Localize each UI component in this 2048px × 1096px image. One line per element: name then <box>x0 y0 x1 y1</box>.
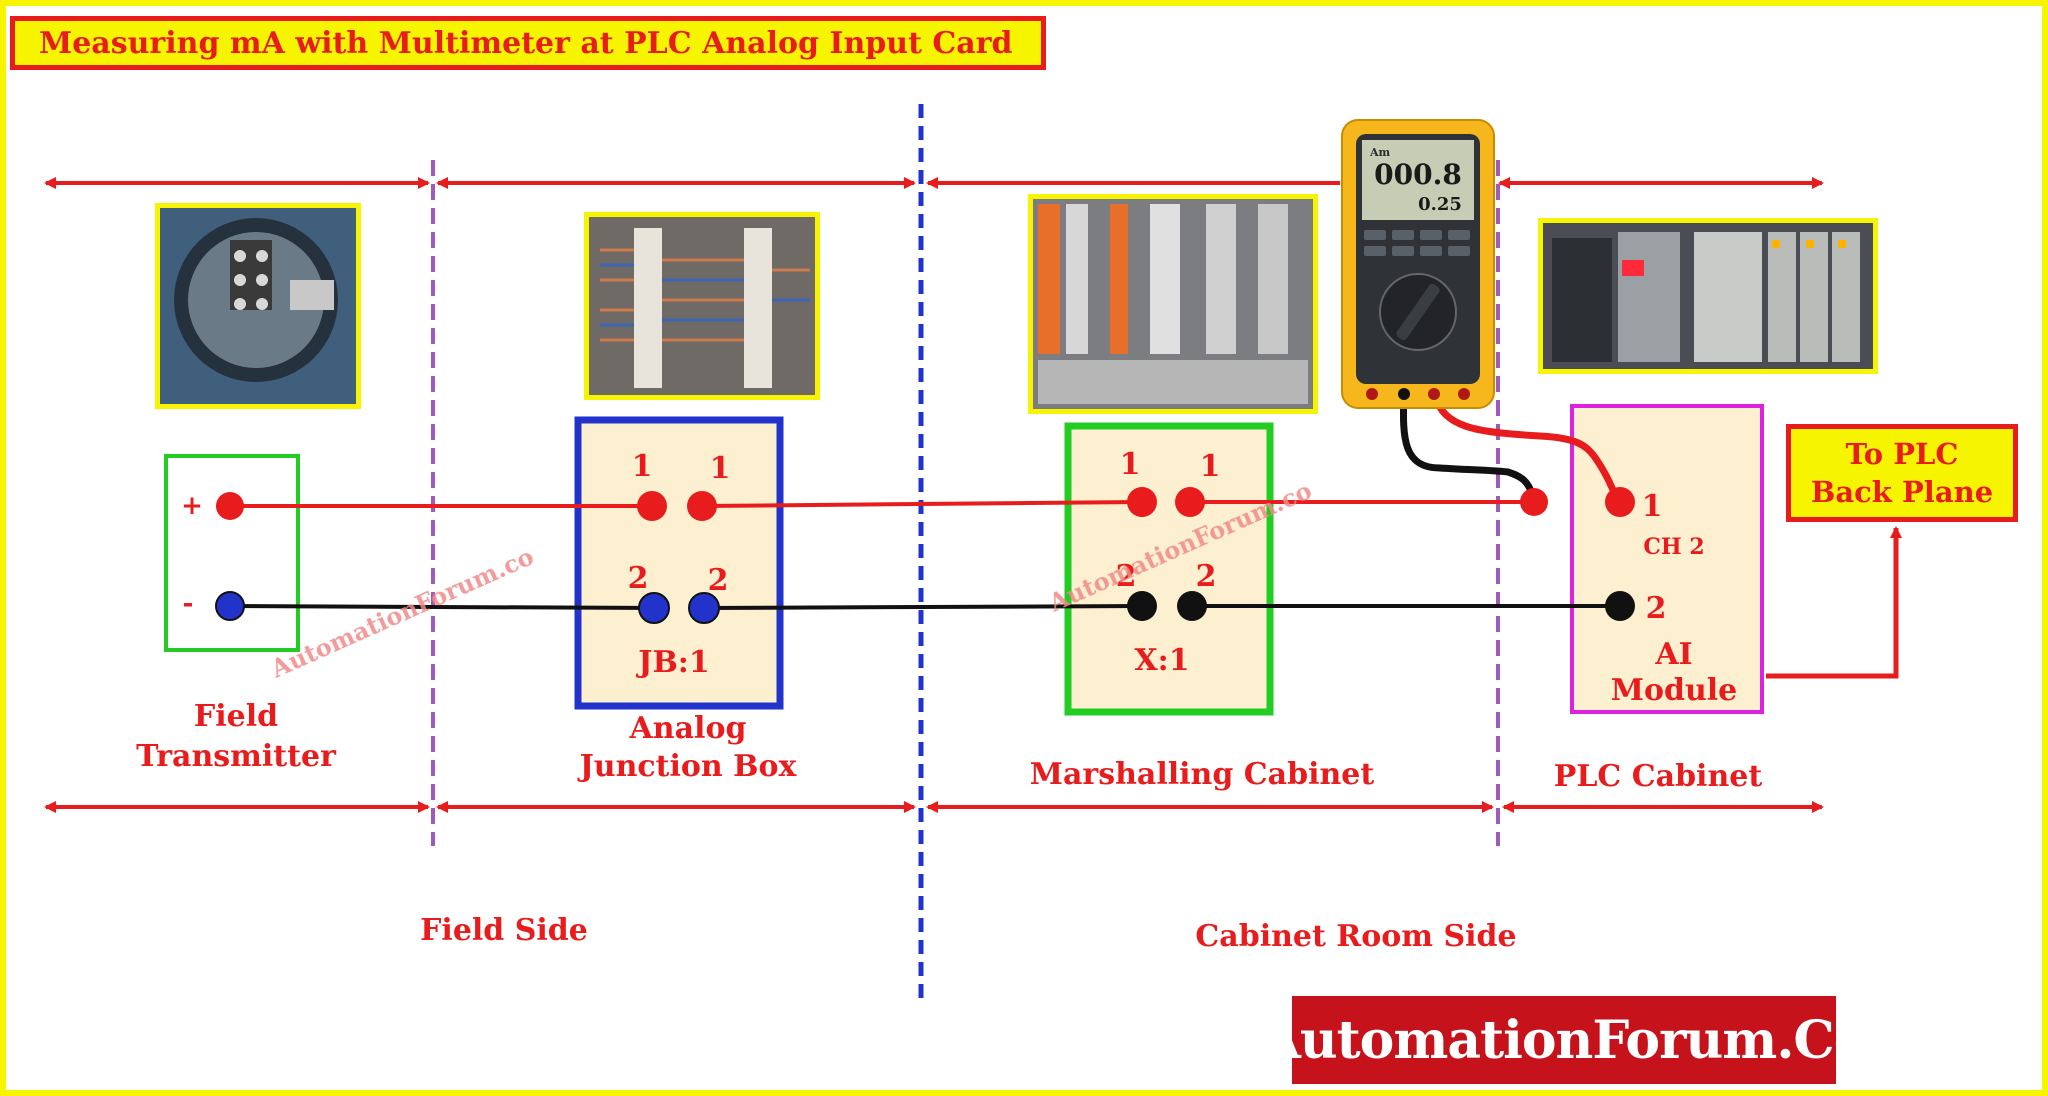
watermark-left: AutomationForum.co <box>266 541 538 683</box>
transmitter-minus-label: - <box>183 589 194 619</box>
ai-module-box <box>1570 404 1764 714</box>
multimeter-jack-2 <box>1398 388 1410 400</box>
ai-terminal-1 <box>1605 487 1635 517</box>
black-test-lead <box>1399 393 1538 503</box>
red-wire <box>230 500 1534 508</box>
multimeter-jack-3 <box>1428 388 1440 400</box>
ai-terminal-2 <box>1605 591 1635 621</box>
x-label-1a: 1 <box>1120 447 1141 482</box>
multimeter-jack-4 <box>1458 388 1470 400</box>
transmitter-terminal-box <box>164 454 300 652</box>
x-tag: X:1 <box>1134 643 1189 678</box>
plc-back-line1: To PLC <box>1845 437 1959 471</box>
red-test-lead <box>1430 392 1622 504</box>
plc-cabinet-label: PLC Cabinet <box>1554 759 1763 794</box>
jb-terminal-1b <box>687 491 717 521</box>
transmitter-plus-terminal <box>216 492 244 520</box>
title-box: Measuring mA with Multimeter at PLC Anal… <box>10 16 1046 70</box>
marshalling-terminal-block <box>1064 422 1274 716</box>
plc-back-plane-box: To PLC Back Plane <box>1786 424 2018 522</box>
marshalling-label: Marshalling Cabinet <box>1030 757 1375 792</box>
multimeter-reading-sub: 0.25 <box>1418 194 1462 215</box>
jb-label-1b: 1 <box>710 451 731 486</box>
cabinet-room-side-label: Cabinet Room Side <box>1195 919 1516 954</box>
multimeter-jack-1 <box>1366 388 1378 400</box>
multimeter: Am 000.8 0.25 <box>1341 119 1495 409</box>
transmitter-plus-label: + <box>181 491 203 521</box>
jb-label-2a: 2 <box>628 561 649 596</box>
x-label-1b: 1 <box>1200 449 1221 484</box>
x-terminal-1b <box>1175 487 1205 517</box>
multimeter-probe-black <box>1520 488 1548 516</box>
x-label-2b: 2 <box>1196 559 1217 594</box>
brand-banner: AutomationForum.Co <box>1261 996 1869 1084</box>
x-label-2a: 2 <box>1116 559 1137 594</box>
plc-photo <box>1538 218 1878 374</box>
multimeter-mode: Am <box>1369 146 1391 159</box>
page-title: Measuring mA with Multimeter at PLC Anal… <box>39 25 1013 61</box>
x-terminal-2a <box>1127 591 1157 621</box>
jb-label-1a: 1 <box>632 449 653 484</box>
junction-box-photo <box>584 212 820 400</box>
transmitter-photo <box>155 203 361 409</box>
ai-channel: CH 2 <box>1643 534 1704 560</box>
jb-terminal-2a <box>638 592 670 624</box>
jb-terminal-1a <box>637 491 667 521</box>
jb-terminal-2b <box>688 592 720 624</box>
x-terminal-2b <box>1177 591 1207 621</box>
multimeter-reading-main: 000.8 <box>1374 158 1462 191</box>
jb-label-2b: 2 <box>708 563 729 598</box>
ai-label-2: 2 <box>1646 591 1667 626</box>
x-terminal-1a <box>1127 487 1157 517</box>
ai-label-1: 1 <box>1642 489 1663 524</box>
jb-tag: JB:1 <box>635 645 710 680</box>
junction-box <box>574 416 784 710</box>
black-wire <box>229 604 1620 610</box>
plc-back-line2: Back Plane <box>1810 475 1994 509</box>
transmitter-minus-terminal <box>215 591 245 621</box>
brand-logo-text: AutomationForum.Co <box>1260 1009 1869 1071</box>
field-side-label: Field Side <box>420 913 588 948</box>
marshalling-photo <box>1028 194 1318 414</box>
plc-back-plane-arrow <box>1766 526 1902 679</box>
